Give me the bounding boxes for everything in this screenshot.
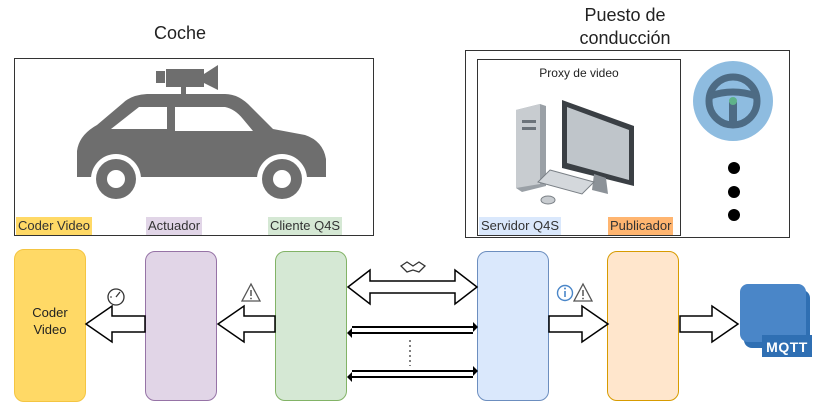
warning-icon: [572, 282, 594, 302]
coder-video-block: Coder Video: [14, 249, 86, 402]
steering-wheel-icon: [693, 61, 773, 221]
mqtt-label: MQTT: [766, 339, 808, 355]
car-icon: [77, 65, 326, 204]
publisher-block: [607, 251, 679, 401]
tag-actuator: Actuador: [146, 217, 203, 235]
actuator-block: [145, 251, 217, 401]
speedometer-icon: [107, 288, 125, 306]
coder-block-line1: Coder: [32, 305, 68, 320]
tag-publisher: Publicador: [608, 217, 674, 235]
warning-icon: [240, 282, 262, 302]
handshake-icon: [399, 261, 427, 273]
station-title-line2: conducción: [579, 28, 671, 48]
coder-block-line2: Video: [33, 322, 67, 337]
computer-icon: [516, 100, 634, 205]
car-title: Coche: [153, 23, 207, 43]
tag-client-q4s: Cliente Q4S: [268, 217, 343, 235]
tag-coder-video: Coder Video: [16, 217, 93, 235]
server-q4s-block: [477, 251, 549, 401]
car-frame: [14, 58, 374, 236]
station-title-line1: Puesto de: [584, 5, 666, 25]
tag-server-q4s: Servidor Q4S: [479, 217, 562, 235]
video-proxy-frame: [477, 59, 681, 236]
info-icon: [556, 284, 574, 302]
mqtt-icon: [740, 284, 812, 357]
video-camera-icon: [156, 65, 218, 94]
proxy-label: Proxy de video: [539, 66, 619, 80]
